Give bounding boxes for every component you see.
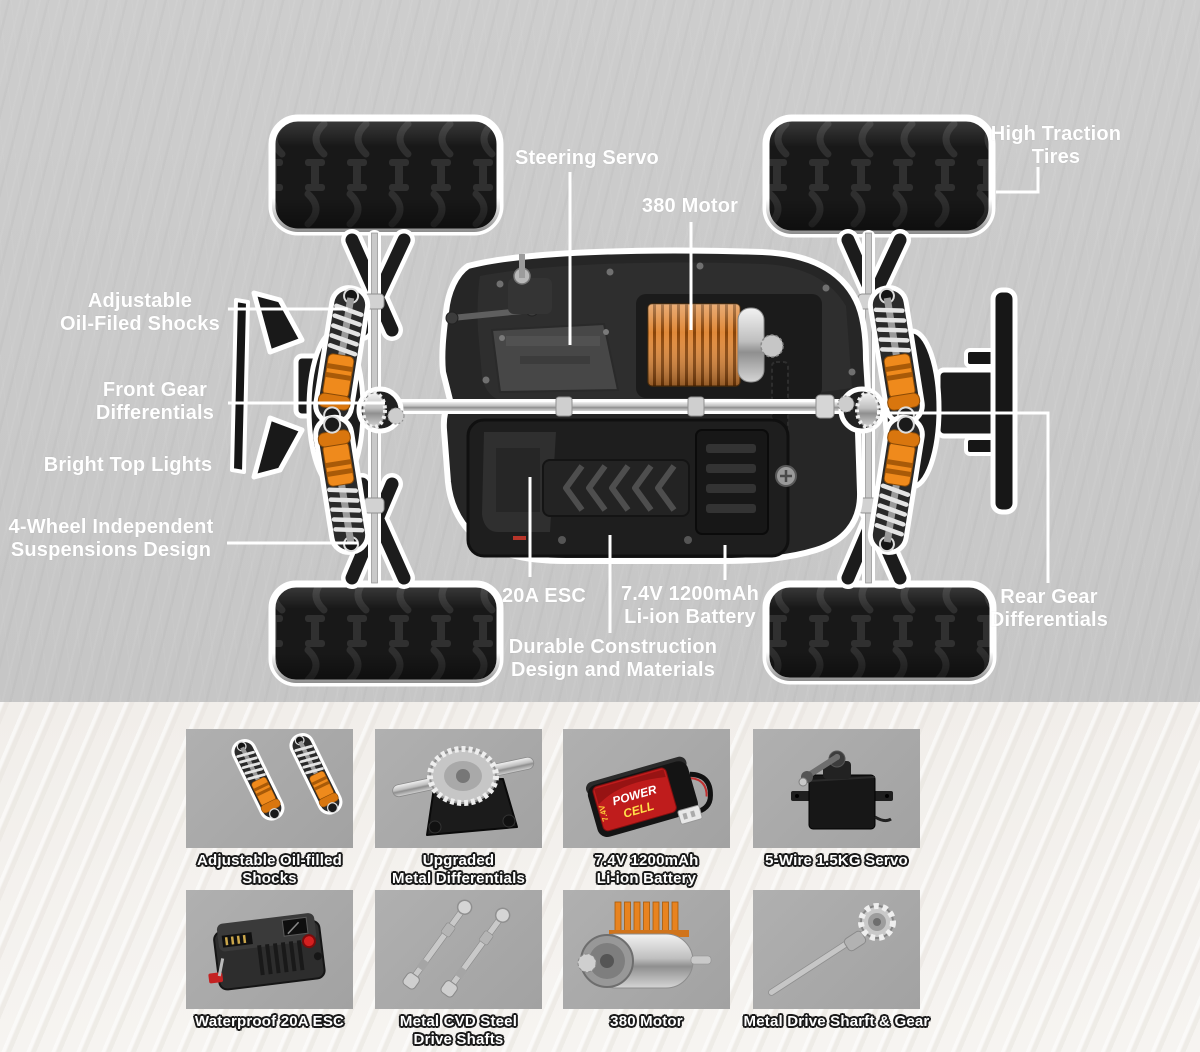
callout-battery: 7.4V 1200mAh Li-ion Battery — [620, 583, 760, 628]
chassis-diagram-section: Steering Servo 380 Motor High Traction T… — [0, 0, 1200, 702]
oil-shocks-product-image — [227, 729, 347, 825]
rear-bumper-plate — [935, 287, 1018, 515]
esc-product-image — [208, 913, 326, 991]
part-cell-shocks: Adjustable Oil-filled Shocks — [186, 729, 353, 887]
motor-380-product-image — [577, 901, 712, 989]
battery-esc-bay — [466, 418, 797, 558]
part-label-esc: Waterproof 20A ESC — [194, 1013, 345, 1030]
callout-lines — [227, 167, 1050, 633]
callout-bright-top-lights: Bright Top Lights — [43, 454, 213, 476]
callout-steering-servo: Steering Servo — [515, 147, 659, 169]
callout-adjustable-shocks: Adjustable Oil-Filed Shocks — [60, 290, 220, 335]
part-cell-motor: 380 Motor — [563, 890, 730, 1030]
chassis-illustration — [227, 114, 1050, 687]
tire-front-right — [762, 114, 996, 238]
front-differential — [356, 386, 405, 434]
tire-rear-left — [268, 580, 504, 687]
callout-line-tires — [996, 167, 1040, 194]
part-label-motor: 380 Motor — [610, 1013, 683, 1030]
part-cell-shaft-gear: Metal Drive Sharft & Gear — [744, 890, 929, 1030]
tire-front-left — [268, 114, 504, 236]
steering-linkage — [445, 254, 552, 325]
drive-shaft-gear-product-image — [768, 903, 896, 996]
steering-servo — [491, 323, 619, 393]
part-label-battery: 7.4V 1200mAh Li-ion Battery — [594, 852, 699, 887]
part-cell-esc: Waterproof 20A ESC — [186, 890, 353, 1030]
part-cell-battery: POWER CELL 7.4V 7.4V 1200mAh Li-ion Batt… — [563, 729, 730, 887]
part-label-differential: Upgraded Metal Differentials — [392, 852, 525, 887]
parts-grid-section: Adjustable Oil-filled Shocks Upgraded Me… — [0, 702, 1200, 1052]
callout-front-gear-differentials: Front Gear Differentials — [95, 379, 215, 424]
cvd-drive-shafts-product-image — [402, 899, 511, 998]
part-cell-differential: Upgraded Metal Differentials — [375, 729, 542, 887]
part-cell-driveshafts: Metal CVD Steel Drive Shafts — [375, 890, 542, 1048]
part-label-shaft-gear: Metal Drive Sharft & Gear — [743, 1013, 930, 1030]
callout-durable-construction: Durable Construction Design and Material… — [508, 636, 718, 681]
callout-line-rear-diff — [877, 411, 1050, 583]
liion-battery-product-image: POWER CELL 7.4V — [586, 756, 713, 838]
center-driveshaft — [386, 394, 872, 419]
part-label-driveshafts: Metal CVD Steel Drive Shafts — [399, 1013, 518, 1048]
part-cell-servo: 5-Wire 1.5KG Servo — [753, 729, 920, 869]
part-label-shocks: Adjustable Oil-filled Shocks — [196, 852, 343, 887]
part-label-servo: 5-Wire 1.5KG Servo — [765, 852, 908, 869]
callout-380-motor: 380 Motor — [641, 195, 739, 217]
callout-20a-esc: 20A ESC — [501, 585, 587, 607]
tire-rear-right — [762, 580, 997, 685]
motor-380 — [636, 294, 822, 455]
rear-differential — [837, 386, 886, 434]
callout-high-traction-tires: High Traction Tires — [990, 123, 1122, 168]
servo-product-image — [791, 750, 893, 830]
metal-differential-product-image — [392, 746, 535, 836]
callout-rear-gear-differentials: Rear Gear Differentials — [989, 586, 1109, 631]
callout-4wheel-suspension: 4-Wheel Independent Suspensions Design — [8, 516, 214, 561]
